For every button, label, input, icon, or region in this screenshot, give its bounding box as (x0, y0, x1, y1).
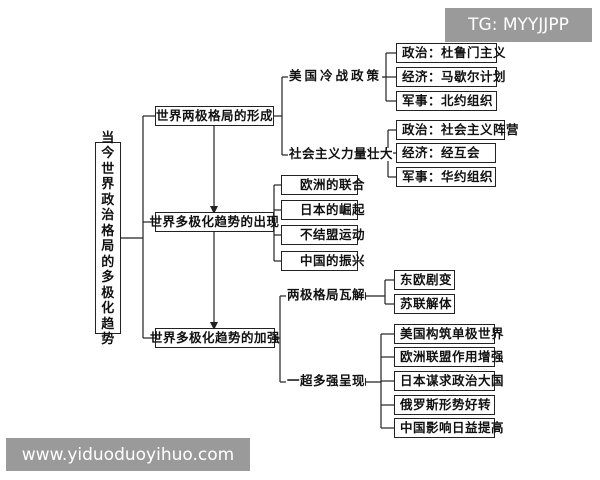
node-soc-political: 政治：社会主义阵营 (396, 120, 519, 140)
root-char: 界 (101, 177, 115, 192)
root-char: 多 (101, 270, 115, 285)
node-eu-role: 欧洲联盟作用增强 (394, 347, 504, 367)
node-multipolar-emergence: 世界多极化趋势的出现 (150, 212, 279, 232)
node-japan-rise: 日本的崛起 (281, 200, 365, 220)
node-us-political: 政治：杜鲁门主义 (396, 43, 506, 63)
root-char: 趋 (101, 316, 115, 332)
root-char: 极 (101, 285, 115, 301)
node-europe-union: 欧洲的联合 (281, 175, 365, 195)
root-char: 的 (101, 254, 115, 270)
node-one-super-many-powers: 一超多强呈现 (287, 373, 366, 388)
node-us-cold-war-policy: 美国冷战政策 (289, 68, 383, 83)
root-char: 今 (101, 146, 115, 161)
root-char: 势 (101, 332, 115, 347)
node-east-europe-change: 东欧剧变 (394, 270, 455, 290)
node-us-economic: 经济：马歇尔计划 (396, 67, 506, 87)
node-socialist-rise: 社会主义力量壮大 (289, 146, 394, 161)
root-char: 世 (101, 161, 115, 177)
node-china-revival: 中国的振兴 (281, 251, 365, 271)
root-char: 政 (101, 192, 115, 208)
node-us-military: 军事：北约组织 (396, 91, 497, 111)
node-soc-economic: 经济：经互会 (396, 143, 496, 163)
node-us-unipolar: 美国构筑单极世界 (394, 324, 504, 344)
node-non-aligned: 不结盟运动 (281, 225, 365, 245)
root-char: 格 (101, 223, 115, 239)
node-russia-improvement: 俄罗斯形势好转 (394, 395, 495, 415)
root-char: 当 (101, 130, 115, 146)
watermark-bottom-left: www.yiduoduoyihuo.com (6, 438, 250, 471)
root-char: 化 (101, 301, 115, 316)
node-multipolar-strengthening: 世界多极化趋势的加强 (150, 328, 280, 348)
node-soc-military: 军事：华约组织 (396, 167, 496, 187)
node-bipolar-formation: 世界两极格局的形成 (155, 106, 274, 126)
node-china-influence: 中国影响日益提高 (394, 418, 504, 438)
node-soviet-dissolution: 苏联解体 (394, 294, 455, 314)
node-bipolar-collapse: 两极格局瓦解 (287, 287, 366, 302)
watermark-top-right: TG: MYYJJPP (445, 8, 592, 42)
root-node: 当 今 世 界 政 治 格 局 的 多 极 化 趋 势 (95, 131, 121, 347)
node-japan-political-power: 日本谋求政治大国 (394, 371, 504, 391)
root-char: 治 (101, 208, 115, 223)
root-char: 局 (101, 239, 115, 254)
